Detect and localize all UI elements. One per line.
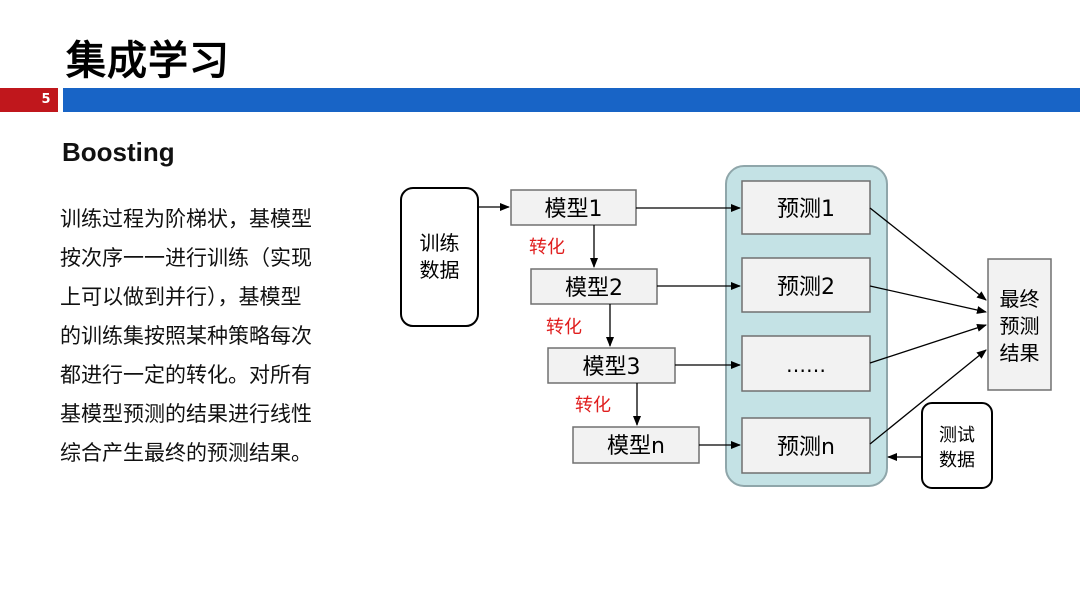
final-result-label: 预测 [1000,314,1040,338]
final-result-box [987,258,1052,391]
description-line: 训练过程为阶梯状，基模型 [60,207,312,231]
page-number: 5 [41,92,51,107]
transform-label: 转化 [529,237,565,258]
model-label: 模型n [607,434,665,459]
model-label: 模型2 [565,276,623,301]
train-data-label: 数据 [420,258,460,282]
description-line: 基模型预测的结果进行线性 [60,402,312,426]
description-line: 都进行一定的转化。对所有 [60,363,312,387]
model-box [530,268,658,305]
model-box [510,189,637,226]
description-line: 按次序一一进行训练（实现 [60,246,312,270]
arrow-pred3-to-final [869,324,987,364]
description-line: 综合产生最终的预测结果。 [60,441,312,465]
page-title: 集成学习 [66,38,230,84]
prediction-label: 预测2 [777,275,835,300]
header-accent-bar [0,88,58,112]
train-data-label: 训练 [420,231,460,255]
model-box [547,347,676,384]
flow-arrows [478,203,987,461]
model-label: 模型3 [583,355,641,380]
final-result-label: 最终 [1000,287,1040,311]
prediction-box [741,417,871,474]
model-box [572,426,700,464]
description: 训练过程为阶梯状，基模型 按次序一一进行训练（实现 上可以做到并行），基模型 的… [60,200,350,473]
predictions-group [725,165,888,487]
prediction-label: 预测n [777,435,835,460]
prediction-box [741,335,871,392]
arrow-pred1-to-final [869,207,987,301]
train-data-box [400,187,479,327]
test-data-box [921,402,993,489]
transform-label: 转化 [575,395,611,416]
arrow-pred2-to-final [869,285,987,314]
section-heading: Boosting [62,137,175,167]
description-line: 上可以做到并行），基模型 [60,285,302,309]
prediction-label: …… [786,353,826,377]
prediction-box [741,257,871,313]
test-data-label: 测试 [939,425,975,446]
test-data-label: 数据 [939,450,975,471]
header-bar [63,88,1080,112]
prediction-box [741,180,871,235]
arrow-predn-to-final [869,349,987,445]
transform-label: 转化 [546,317,582,338]
model-label: 模型1 [545,197,603,222]
final-result-label: 结果 [1000,341,1040,365]
description-line: 的训练集按照某种策略每次 [60,324,312,348]
prediction-label: 预测1 [777,197,835,222]
